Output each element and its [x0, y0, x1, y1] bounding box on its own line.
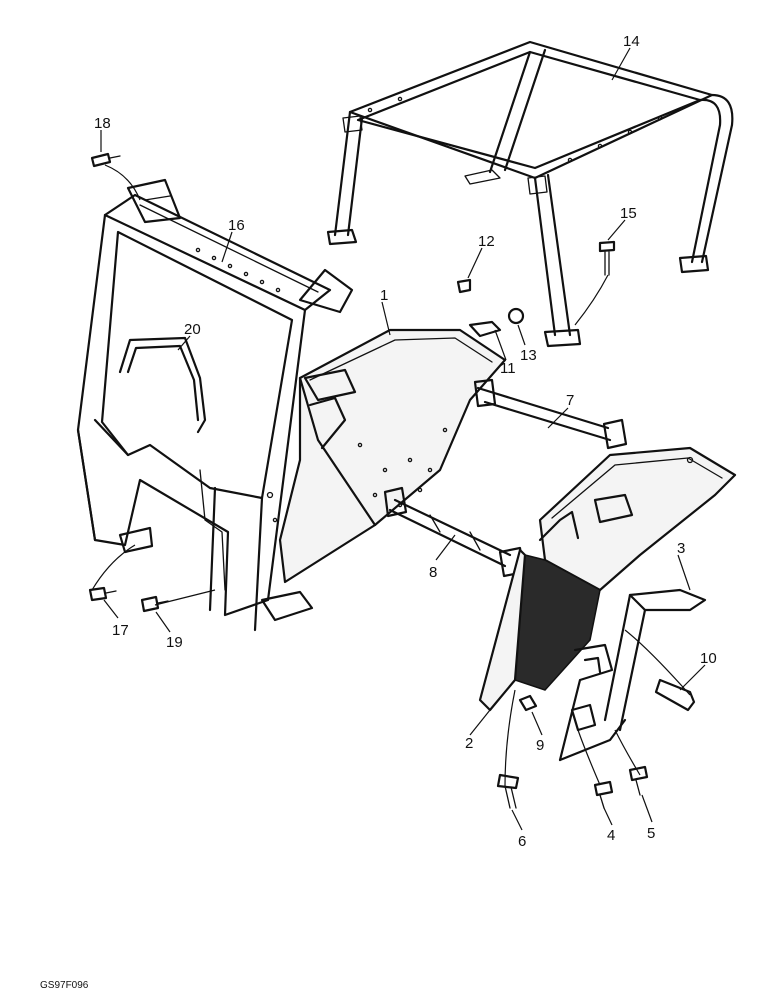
callout-12: 12	[478, 233, 495, 250]
callout-17: 17	[112, 622, 129, 639]
drawing-code: GS97F096	[40, 980, 89, 991]
callout-20: 20	[184, 321, 201, 338]
left-fender-part	[278, 328, 507, 584]
bolt-4	[593, 780, 614, 809]
lower-tie-rod-part	[383, 486, 526, 578]
callout-16: 16	[228, 217, 245, 234]
callout-14: 14	[623, 33, 640, 50]
callout-1: 1	[380, 287, 388, 304]
bolt-15	[598, 240, 616, 276]
bolt-18	[90, 152, 121, 168]
grommet-13	[507, 307, 525, 325]
callout-15: 15	[620, 205, 637, 222]
right-fender-part	[478, 446, 737, 712]
grab-handle-part	[118, 336, 207, 434]
callout-6: 6	[518, 833, 526, 850]
canopy-frame-part	[326, 40, 734, 348]
upper-tie-rod-part	[473, 378, 628, 450]
callout-10: 10	[700, 650, 717, 667]
callout-3: 3	[677, 540, 685, 557]
callout-13: 13	[520, 347, 537, 364]
clip-11	[468, 320, 502, 338]
bolt-5	[628, 765, 649, 796]
bolt-17	[88, 586, 117, 602]
bolt-10	[654, 678, 696, 712]
callout-9: 9	[536, 737, 544, 754]
bolt-19	[140, 595, 169, 613]
bolt-6	[496, 773, 520, 809]
callout-4: 4	[607, 827, 615, 844]
cab-front-frame-part	[76, 178, 354, 632]
step-bracket-part	[558, 588, 707, 762]
nut-9	[518, 694, 538, 712]
callout-18: 18	[94, 115, 111, 132]
callout-11: 11	[500, 360, 516, 377]
callout-5: 5	[647, 825, 655, 842]
callout-7: 7	[566, 392, 574, 409]
bolt-12	[456, 278, 472, 294]
callouts: 1 2 3 4 5 6 7 8 9 10 11 12 13 14 15 16 1…	[94, 33, 717, 850]
callout-19: 19	[166, 634, 183, 651]
leader-lines	[91, 47, 706, 831]
callout-8: 8	[429, 564, 437, 581]
callout-2: 2	[465, 735, 473, 752]
